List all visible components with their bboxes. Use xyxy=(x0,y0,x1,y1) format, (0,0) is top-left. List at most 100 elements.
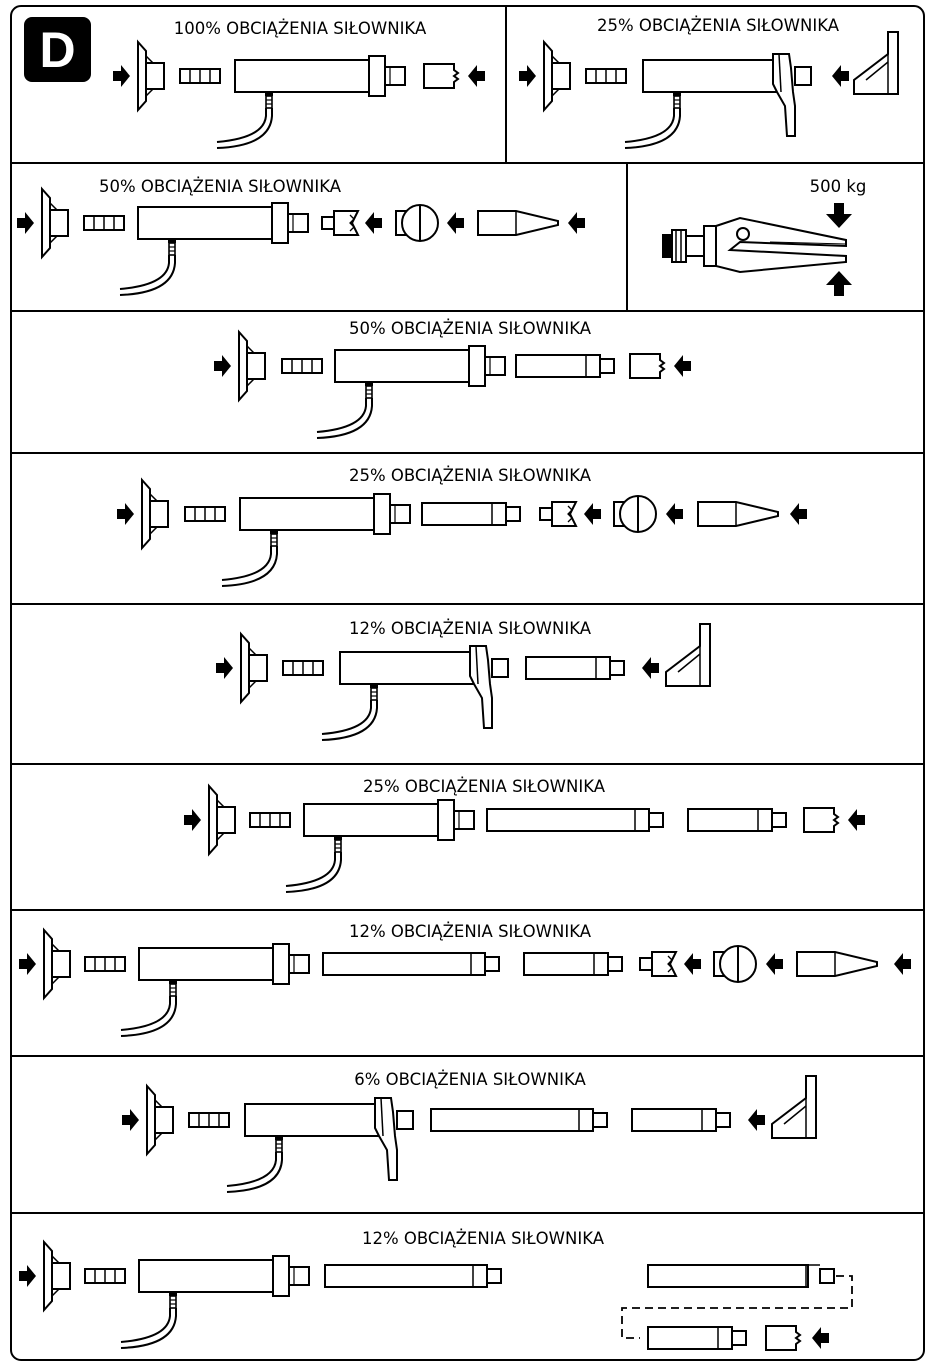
push-arrow-icon xyxy=(848,809,865,831)
cylinder-base-icon xyxy=(208,785,236,855)
push-arrow-icon xyxy=(568,212,585,234)
push-arrow-icon xyxy=(122,1109,139,1131)
panel-12-percent-two-extensions-heads xyxy=(19,929,911,1037)
wedge-head-icon xyxy=(796,951,878,977)
coupler-icon xyxy=(249,812,291,828)
serrated-head-icon xyxy=(423,63,459,89)
continuation-line xyxy=(621,1275,853,1339)
extension-tube-icon xyxy=(421,502,521,526)
angle-plate-icon xyxy=(771,1075,817,1139)
push-arrow-icon xyxy=(519,65,536,87)
push-arrow-icon xyxy=(117,503,134,525)
panel-label: 6% OBCIĄŻENIA SIŁOWNIKA xyxy=(354,1070,586,1089)
extension-tube-long-icon xyxy=(322,952,500,976)
round-head-icon xyxy=(713,945,757,983)
serrated-head-icon xyxy=(803,807,839,833)
outer-frame xyxy=(10,5,925,1361)
coupler-icon xyxy=(84,956,126,972)
panel-label: 50% OBCIĄŻENIA SIŁOWNIKA xyxy=(99,177,342,196)
panel-label: 25% OBCIĄŻENIA SIŁOWNIKA xyxy=(349,466,592,485)
v-head-icon xyxy=(539,501,577,527)
angle-plate-icon xyxy=(853,31,899,95)
push-arrow-icon xyxy=(766,953,783,975)
push-arrow-icon xyxy=(184,809,201,831)
cylinder-base-icon xyxy=(41,188,69,258)
coupler-icon xyxy=(281,358,323,374)
panel-25-percent-extension-heads xyxy=(117,479,807,587)
panel-label: 500 kg xyxy=(810,177,867,196)
push-arrow-icon xyxy=(812,1327,829,1349)
panel-50-percent-extension xyxy=(214,331,691,439)
hook-cylinder-icon xyxy=(321,645,509,741)
extension-tube-icon xyxy=(631,1108,731,1132)
push-arrow-icon xyxy=(447,212,464,234)
hook-cylinder-icon xyxy=(624,53,812,149)
push-arrow-icon xyxy=(19,1265,36,1287)
push-arrow-icon xyxy=(790,503,807,525)
cylinder-base-icon xyxy=(146,1085,174,1155)
push-arrow-icon xyxy=(894,953,911,975)
panel-label: 12% OBCIĄŻENIA SIŁOWNIKA xyxy=(349,619,592,638)
panel-label: 25% OBCIĄŻENIA SIŁOWNIKA xyxy=(597,16,840,35)
panel-12-percent-hook xyxy=(216,623,711,741)
panel-12-percent-three-extensions xyxy=(19,1241,853,1351)
cylinder-base-icon xyxy=(543,41,571,111)
coupler-icon xyxy=(184,506,226,522)
extension-tube-icon xyxy=(525,656,625,680)
extension-tube-long-icon xyxy=(324,1264,502,1288)
coupler-icon xyxy=(83,215,125,231)
wedge-head-icon xyxy=(697,501,779,527)
push-arrow-icon xyxy=(674,355,691,377)
force-arrow-icon xyxy=(826,203,852,228)
coupler-icon xyxy=(179,68,221,84)
extension-tube-icon xyxy=(647,1326,747,1350)
hydraulic-cylinder-icon xyxy=(120,943,310,1037)
hydraulic-cylinder-icon xyxy=(221,493,411,587)
push-arrow-icon xyxy=(748,1109,765,1131)
panel-spreader-500kg xyxy=(662,203,852,296)
extension-tube-long-icon xyxy=(486,808,664,832)
push-arrow-icon xyxy=(584,503,601,525)
cylinder-base-icon xyxy=(240,633,268,703)
panel-6-percent-hook xyxy=(122,1075,817,1193)
panel-50-percent-heads xyxy=(17,188,585,296)
panel-25-percent-two-extensions xyxy=(184,785,865,893)
panel-25-percent-hook xyxy=(519,31,899,149)
angle-plate-icon xyxy=(665,623,711,687)
cylinder-base-icon xyxy=(238,331,266,401)
panel-100-percent xyxy=(113,41,485,149)
serrated-head-icon xyxy=(765,1325,801,1351)
push-arrow-icon xyxy=(19,953,36,975)
cylinder-base-icon xyxy=(137,41,165,111)
panel-label: 50% OBCIĄŻENIA SIŁOWNIKA xyxy=(349,319,592,338)
panel-label: 100% OBCIĄŻENIA SIŁOWNIKA xyxy=(174,19,427,38)
push-arrow-icon xyxy=(216,657,233,679)
push-arrow-icon xyxy=(832,65,849,87)
round-head-icon xyxy=(395,204,439,242)
coupler-icon xyxy=(188,1112,230,1128)
round-head-icon xyxy=(613,495,657,533)
cylinder-base-icon xyxy=(43,1241,71,1311)
serrated-head-icon xyxy=(629,353,665,379)
section-badge: D xyxy=(24,17,91,82)
hook-cylinder-icon xyxy=(226,1097,414,1193)
push-arrow-icon xyxy=(113,65,130,87)
hydraulic-cylinder-icon xyxy=(216,55,406,149)
push-arrow-icon xyxy=(214,355,231,377)
panel-label: 12% OBCIĄŻENIA SIŁOWNIKA xyxy=(349,922,592,941)
panel-label: 12% OBCIĄŻENIA SIŁOWNIKA xyxy=(362,1229,605,1248)
hydraulic-cylinder-icon xyxy=(316,345,506,439)
push-arrow-icon xyxy=(468,65,485,87)
extension-tube-icon xyxy=(523,952,623,976)
hydraulic-cylinder-icon xyxy=(119,202,309,296)
push-arrow-icon xyxy=(365,212,382,234)
panel-label: 25% OBCIĄŻENIA SIŁOWNIKA xyxy=(363,777,606,796)
extension-tube-icon xyxy=(687,808,787,832)
cylinder-base-icon xyxy=(141,479,169,549)
push-arrow-icon xyxy=(666,503,683,525)
coupler-icon xyxy=(84,1268,126,1284)
extension-tube-long-icon xyxy=(430,1108,608,1132)
coupler-icon xyxy=(282,660,324,676)
v-head-icon xyxy=(639,951,677,977)
